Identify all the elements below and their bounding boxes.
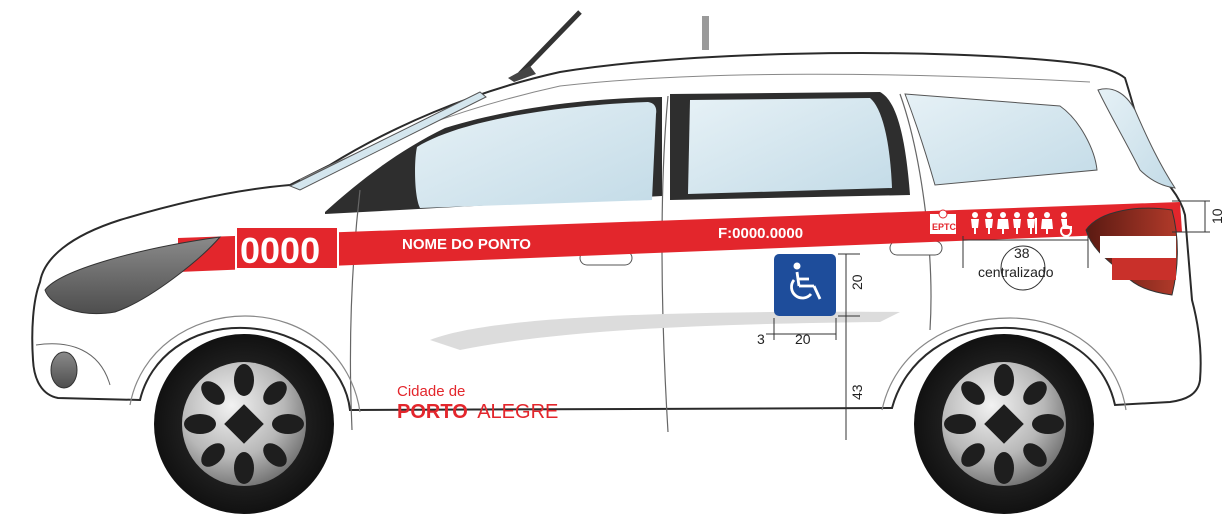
rear-window-glass [688, 98, 892, 194]
pictogram-width-note: centralizado [978, 264, 1054, 280]
centralized-mark [1000, 245, 1046, 291]
roof-antenna [518, 10, 582, 76]
rear-door-seam [899, 93, 932, 331]
front-bumper-line [35, 343, 111, 386]
accessibility-width-value: 20 [795, 331, 811, 347]
roof-mast [702, 16, 709, 50]
windshield [288, 91, 487, 191]
city-prefix: Cidade de [397, 383, 465, 400]
rear-glass [1097, 88, 1177, 189]
people-pictograms-icon [971, 212, 1072, 237]
stripe-height-dimension: 10 [1172, 200, 1224, 233]
rear-wheel-icon [944, 364, 1064, 484]
accessibility-dimensions: 20 3 20 43 [757, 253, 865, 440]
headlamp [44, 236, 222, 315]
pictogram-width-dimension: 38 centralizado [962, 232, 1089, 291]
front-window-glass [415, 102, 657, 208]
stand-name: NOME DO PONTO [402, 236, 531, 253]
front-wheel-arch [129, 315, 361, 413]
city-name-bold: PORTO [397, 401, 468, 423]
city-name-regular: ALEGRE [477, 401, 558, 423]
city-name: PORTO ALEGRE [397, 401, 558, 423]
wheelchair-icon [790, 262, 822, 300]
taxi-number: 0000 [240, 230, 320, 271]
fleet-code: F:0000.0000 [718, 225, 803, 242]
side-crease [430, 311, 900, 350]
quarter-window [904, 93, 1098, 186]
tail-lamp-red-band [1112, 258, 1176, 280]
accessibility-bottom-value: 43 [849, 384, 865, 400]
antenna-base [508, 66, 536, 82]
tail-lamp-white-band [1100, 236, 1176, 258]
eptc-logo-text: EPTC [932, 222, 957, 232]
fog-lamp [50, 351, 78, 389]
taxi-number-box [235, 226, 339, 270]
accessibility-sticker [774, 254, 836, 316]
accessibility-offset-value: 3 [757, 331, 765, 347]
eptc-logo-icon: EPTC [930, 209, 957, 234]
rear-wheel [914, 334, 1094, 514]
rear-wheel-arch [881, 317, 1127, 411]
front-door-seam [349, 189, 361, 431]
front-wheel [154, 334, 334, 514]
accessibility-height-value: 20 [849, 274, 865, 290]
pictogram-width-value: 38 [1014, 245, 1030, 261]
stripe-height-value: 10 [1209, 208, 1224, 224]
